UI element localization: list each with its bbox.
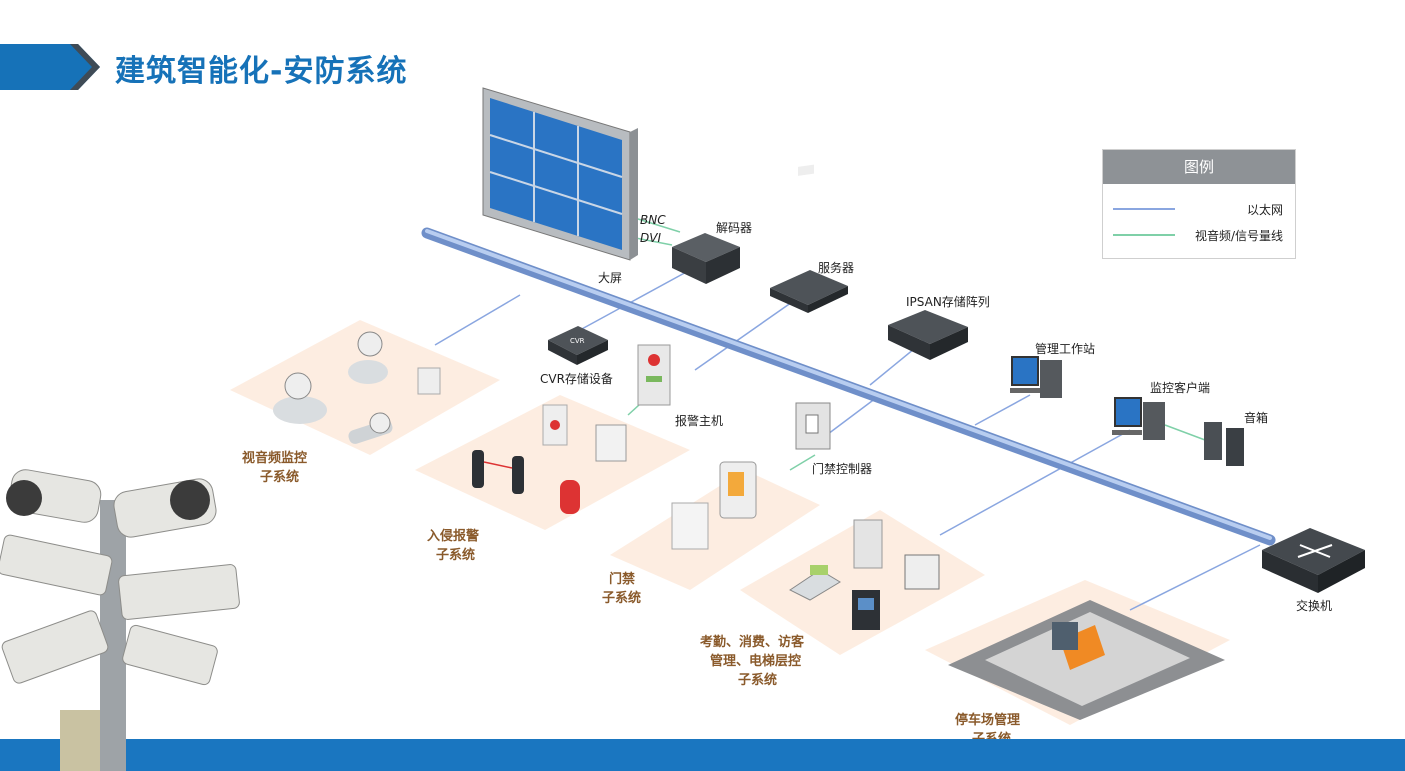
legend-title: 图例 — [1103, 150, 1295, 184]
gate-icon — [853, 519, 883, 569]
camera-cluster-image — [0, 469, 240, 771]
intrusion-subsystem-label: 子系统 — [436, 547, 475, 563]
workstation-label: 管理工作站 — [1035, 341, 1095, 356]
signal-line-swatch — [1113, 234, 1175, 236]
dome-camera-icon — [273, 331, 388, 424]
ethernet-links — [434, 269, 1261, 611]
bullet-camera-icon — [348, 412, 393, 444]
attendance-subsystem-label: 考勤、消费、访客 — [700, 634, 805, 650]
workstation-icon — [1010, 356, 1062, 398]
intrusion-subsystem-label: 入侵报警 — [427, 528, 479, 544]
legend-item-ethernet: 以太网 — [1103, 196, 1295, 222]
detector-icon — [595, 424, 627, 462]
access-subsystem-label: 子系统 — [602, 590, 641, 606]
zone-access — [610, 470, 820, 590]
keypad-icon — [671, 502, 709, 550]
cvr-storage-icon: CVR — [548, 326, 608, 365]
video-subsystem-label: 视音频监控 — [242, 450, 307, 466]
ipsan-storage-icon — [888, 310, 968, 360]
access-subsystem-label: 门禁 — [609, 571, 635, 587]
page-title: 建筑智能化-安防系统 — [115, 54, 408, 89]
dvi-label: DVI — [640, 231, 661, 245]
ethernet-line-swatch — [1113, 208, 1175, 210]
door-controller-icon — [795, 402, 831, 450]
card-reader-icon — [719, 461, 757, 519]
legend-item-signal: 视音频/信号量线 — [1103, 222, 1295, 248]
monitor-client-label: 监控客户端 — [1150, 380, 1210, 395]
ethernet-backbone — [421, 227, 1276, 546]
cvr-label: CVR存储设备 — [540, 371, 613, 386]
alarm-host-icon — [637, 344, 671, 406]
speaker-icon — [1204, 422, 1244, 466]
attendance-subsystem-label: 管理、电梯层控 — [710, 653, 801, 669]
door-controller-label: 门禁控制器 — [812, 461, 872, 476]
legend-label: 视音频/信号量线 — [1194, 229, 1283, 243]
network-switch-icon — [1262, 528, 1365, 593]
switch-label: 交换机 — [1296, 598, 1332, 613]
bottom-bar — [0, 739, 1405, 771]
title-arrow-icon — [0, 44, 100, 90]
cvr-badge: CVR — [570, 337, 585, 345]
server-label: 服务器 — [818, 260, 854, 275]
decoder-icon — [672, 233, 740, 284]
bnc-label: BNC — [640, 213, 666, 227]
legend-box: 图例 以太网 视音频/信号量线 — [1102, 149, 1296, 259]
parking-lot-icon — [948, 600, 1225, 720]
fingerprint-reader-icon — [852, 590, 880, 630]
monitoring-client-icon — [1112, 397, 1165, 440]
infrared-beam-icon — [472, 450, 524, 494]
legend-label: 以太网 — [1246, 203, 1283, 217]
decoder-label: 解码器 — [716, 221, 752, 235]
control-board-icon — [904, 554, 940, 590]
parking-subsystem-label: 停车场管理 — [955, 712, 1020, 728]
zone-attendance — [740, 510, 985, 655]
server-icon — [770, 164, 848, 313]
pos-terminal-icon — [789, 565, 841, 601]
alarm-host-label: 报警主机 — [675, 413, 723, 428]
big-screen-label: 大屏 — [598, 271, 622, 285]
emergency-button-icon — [542, 404, 568, 446]
attendance-subsystem-label: 子系统 — [738, 672, 777, 688]
sensor-icon — [417, 367, 441, 395]
ipsan-label: IPSAN存储阵列 — [906, 294, 990, 309]
video-subsystem-label: 子系统 — [260, 469, 299, 485]
speaker-label: 音箱 — [1244, 410, 1268, 425]
video-wall-icon — [482, 87, 638, 261]
siren-icon — [560, 480, 580, 514]
